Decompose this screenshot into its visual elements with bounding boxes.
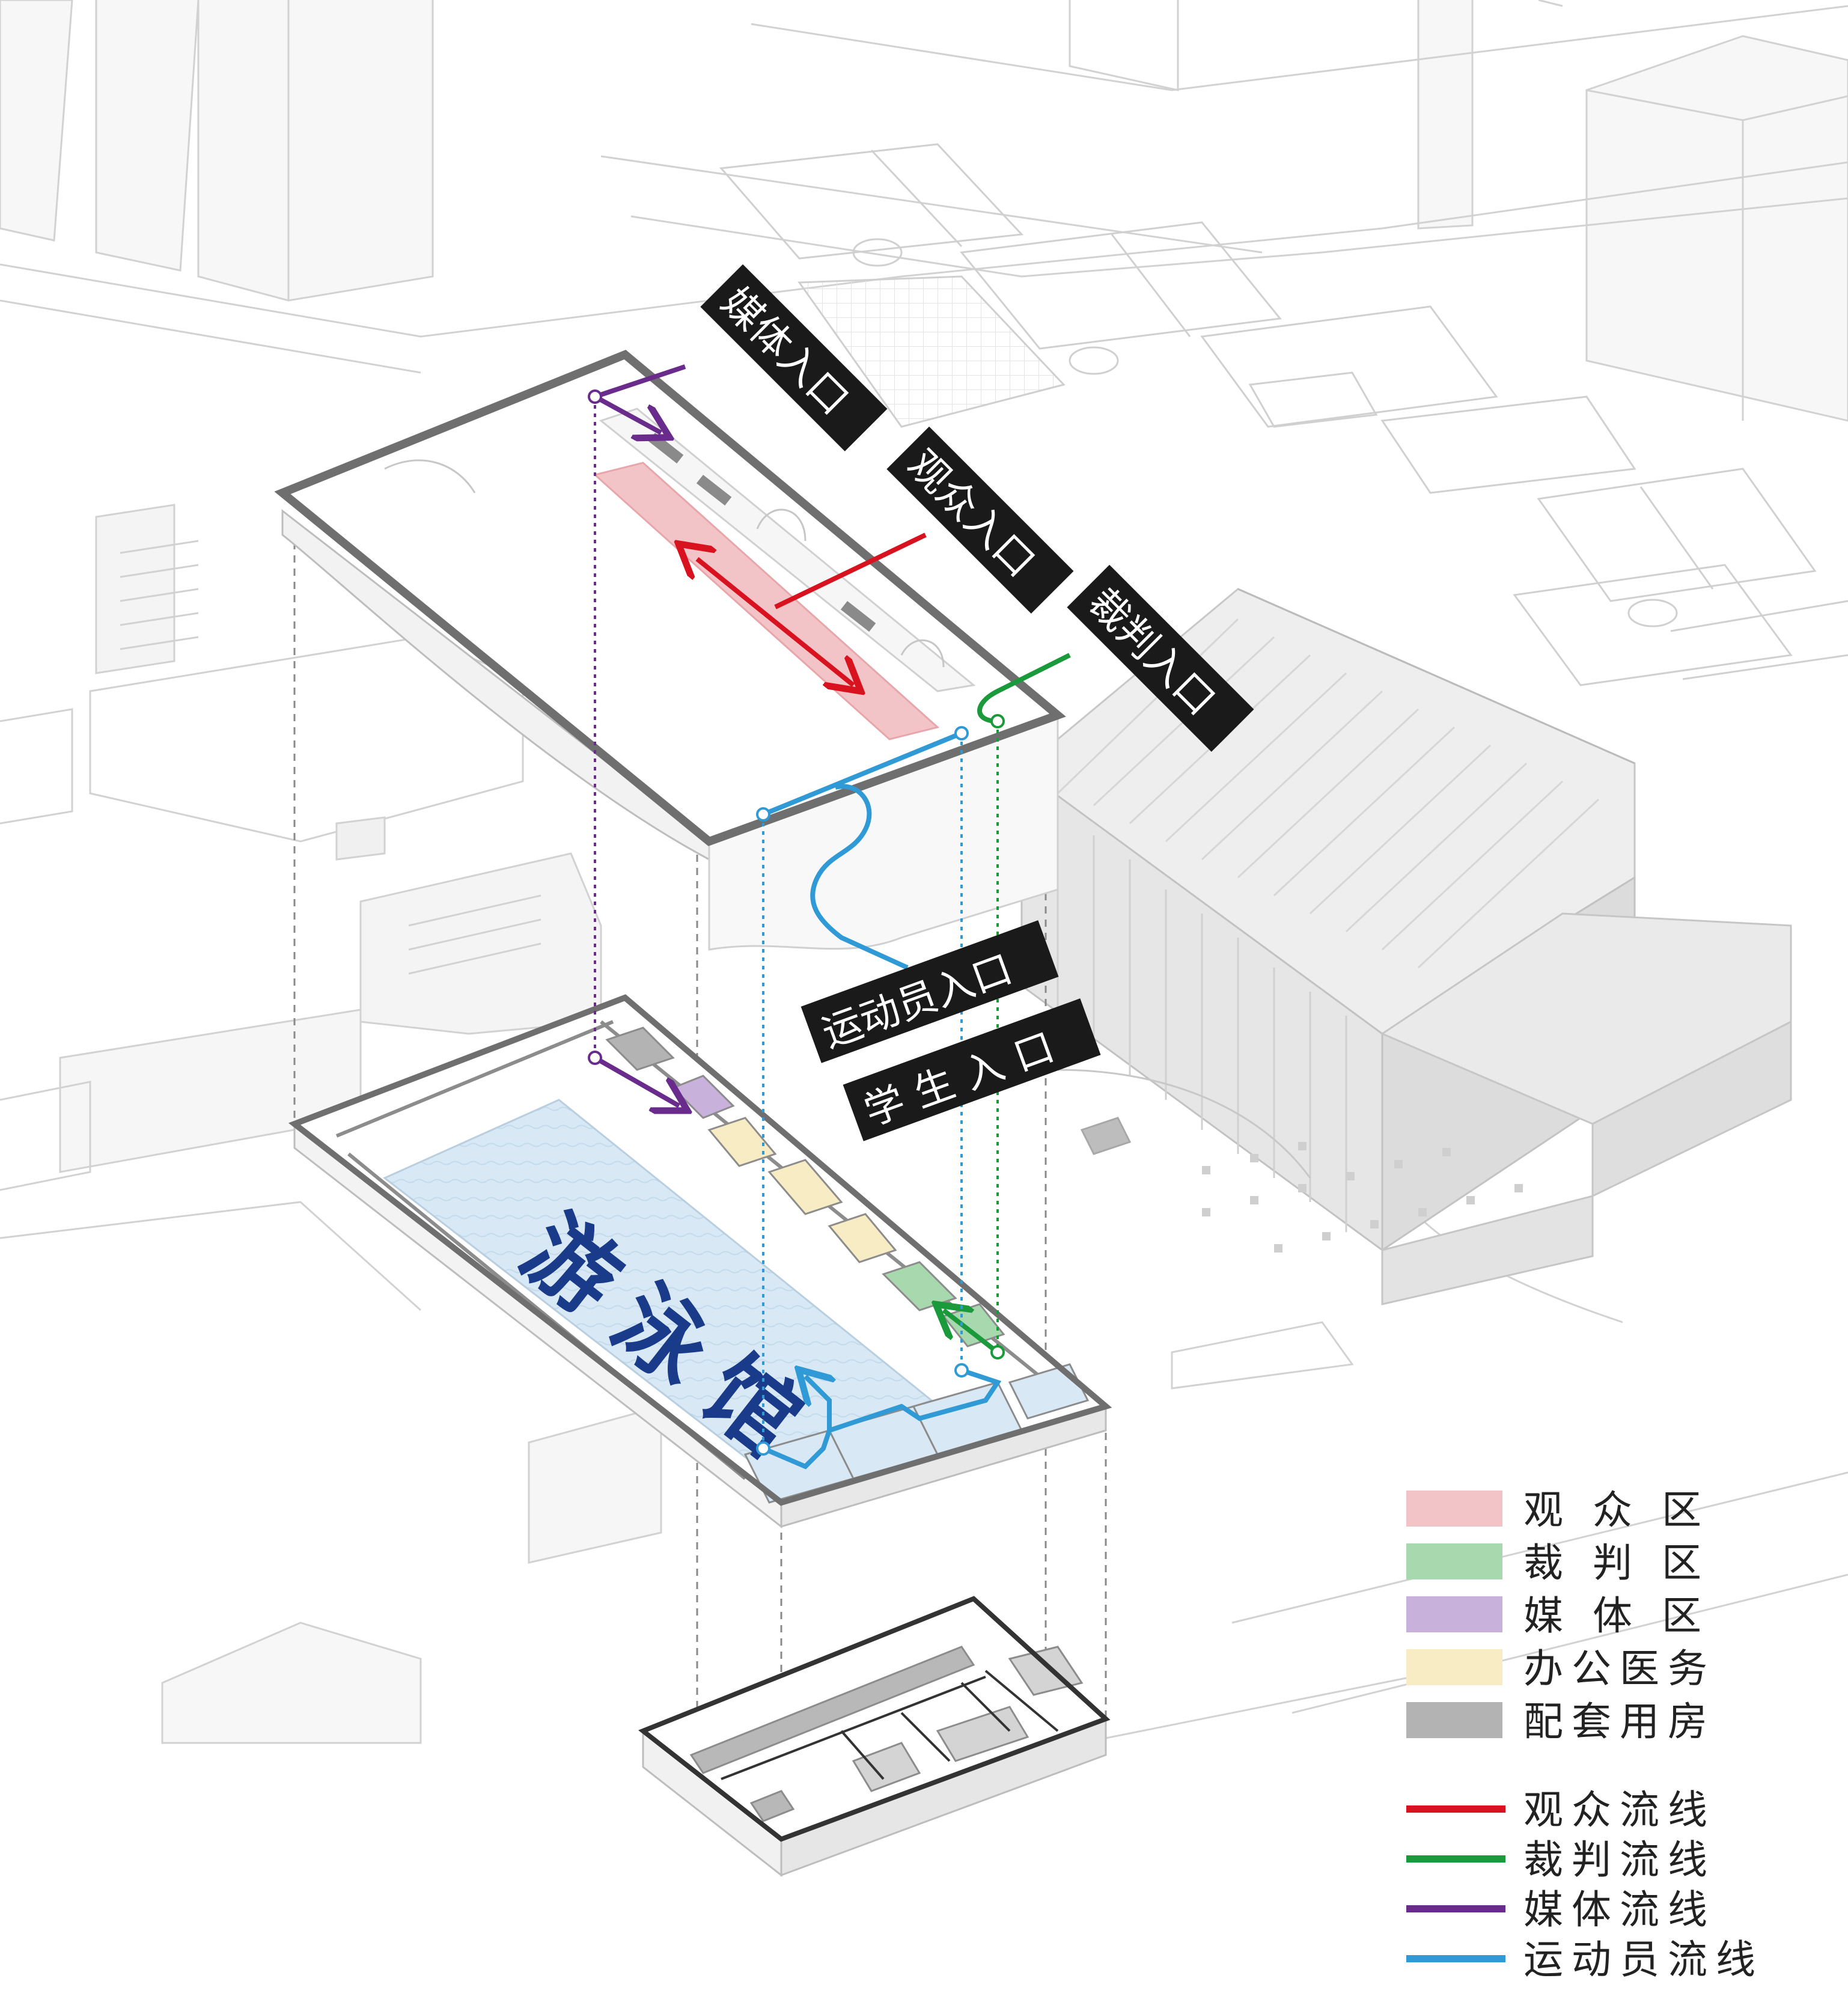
referee-flow: [944, 653, 1071, 1359]
legend-label-office: 办公医务: [1523, 1646, 1716, 1692]
spectator-flow: [697, 533, 927, 685]
upper-level: [274, 349, 1066, 951]
basement-outline: [638, 1596, 1111, 1842]
legend-flow-spectator: 观众流线: [1523, 1787, 1716, 1833]
legend-swatch-office: [1406, 1649, 1502, 1685]
legend-label-support: 配套用房: [1523, 1698, 1716, 1745]
legend-swatch-referee: [1406, 1543, 1502, 1579]
basement-level: [638, 1596, 1111, 1878]
media-flow: [588, 364, 685, 1106]
legend-flow-athlete: 运动员流线: [1523, 1936, 1764, 1983]
legend-label-spectator: 观 众 区: [1523, 1487, 1710, 1533]
adjacent-gym-block: [1020, 588, 1792, 1305]
office-room-2: [767, 1159, 843, 1215]
legend-swatch-media: [1406, 1596, 1502, 1632]
legend-flow-referee: 裁判流线: [1523, 1837, 1716, 1883]
spectator-entrance-label: 观众入口: [899, 441, 1044, 586]
spectator-entrance-tag: 观众入口: [886, 426, 1074, 614]
support-room: [605, 1027, 675, 1071]
office-room-1: [707, 1117, 777, 1167]
legend: 观 众 区 裁 判 区 媒 体 区 办公医务 配套用房 观众流线 裁判流线 媒体…: [1406, 1487, 1764, 1983]
referee-room-1: [882, 1261, 957, 1311]
office-room-3: [828, 1213, 897, 1263]
legend-flow-media: 媒体流线: [1523, 1887, 1716, 1933]
pool-level-outline: [288, 994, 1112, 1506]
legend-swatch-support: [1406, 1702, 1502, 1738]
legend-label-media: 媒 体 区: [1523, 1593, 1710, 1639]
upper-level-outline: [274, 349, 1066, 846]
athlete-flow: [756, 726, 1002, 1469]
legend-label-referee: 裁 判 区: [1523, 1540, 1710, 1586]
legend-swatch-spectator: [1406, 1491, 1502, 1527]
